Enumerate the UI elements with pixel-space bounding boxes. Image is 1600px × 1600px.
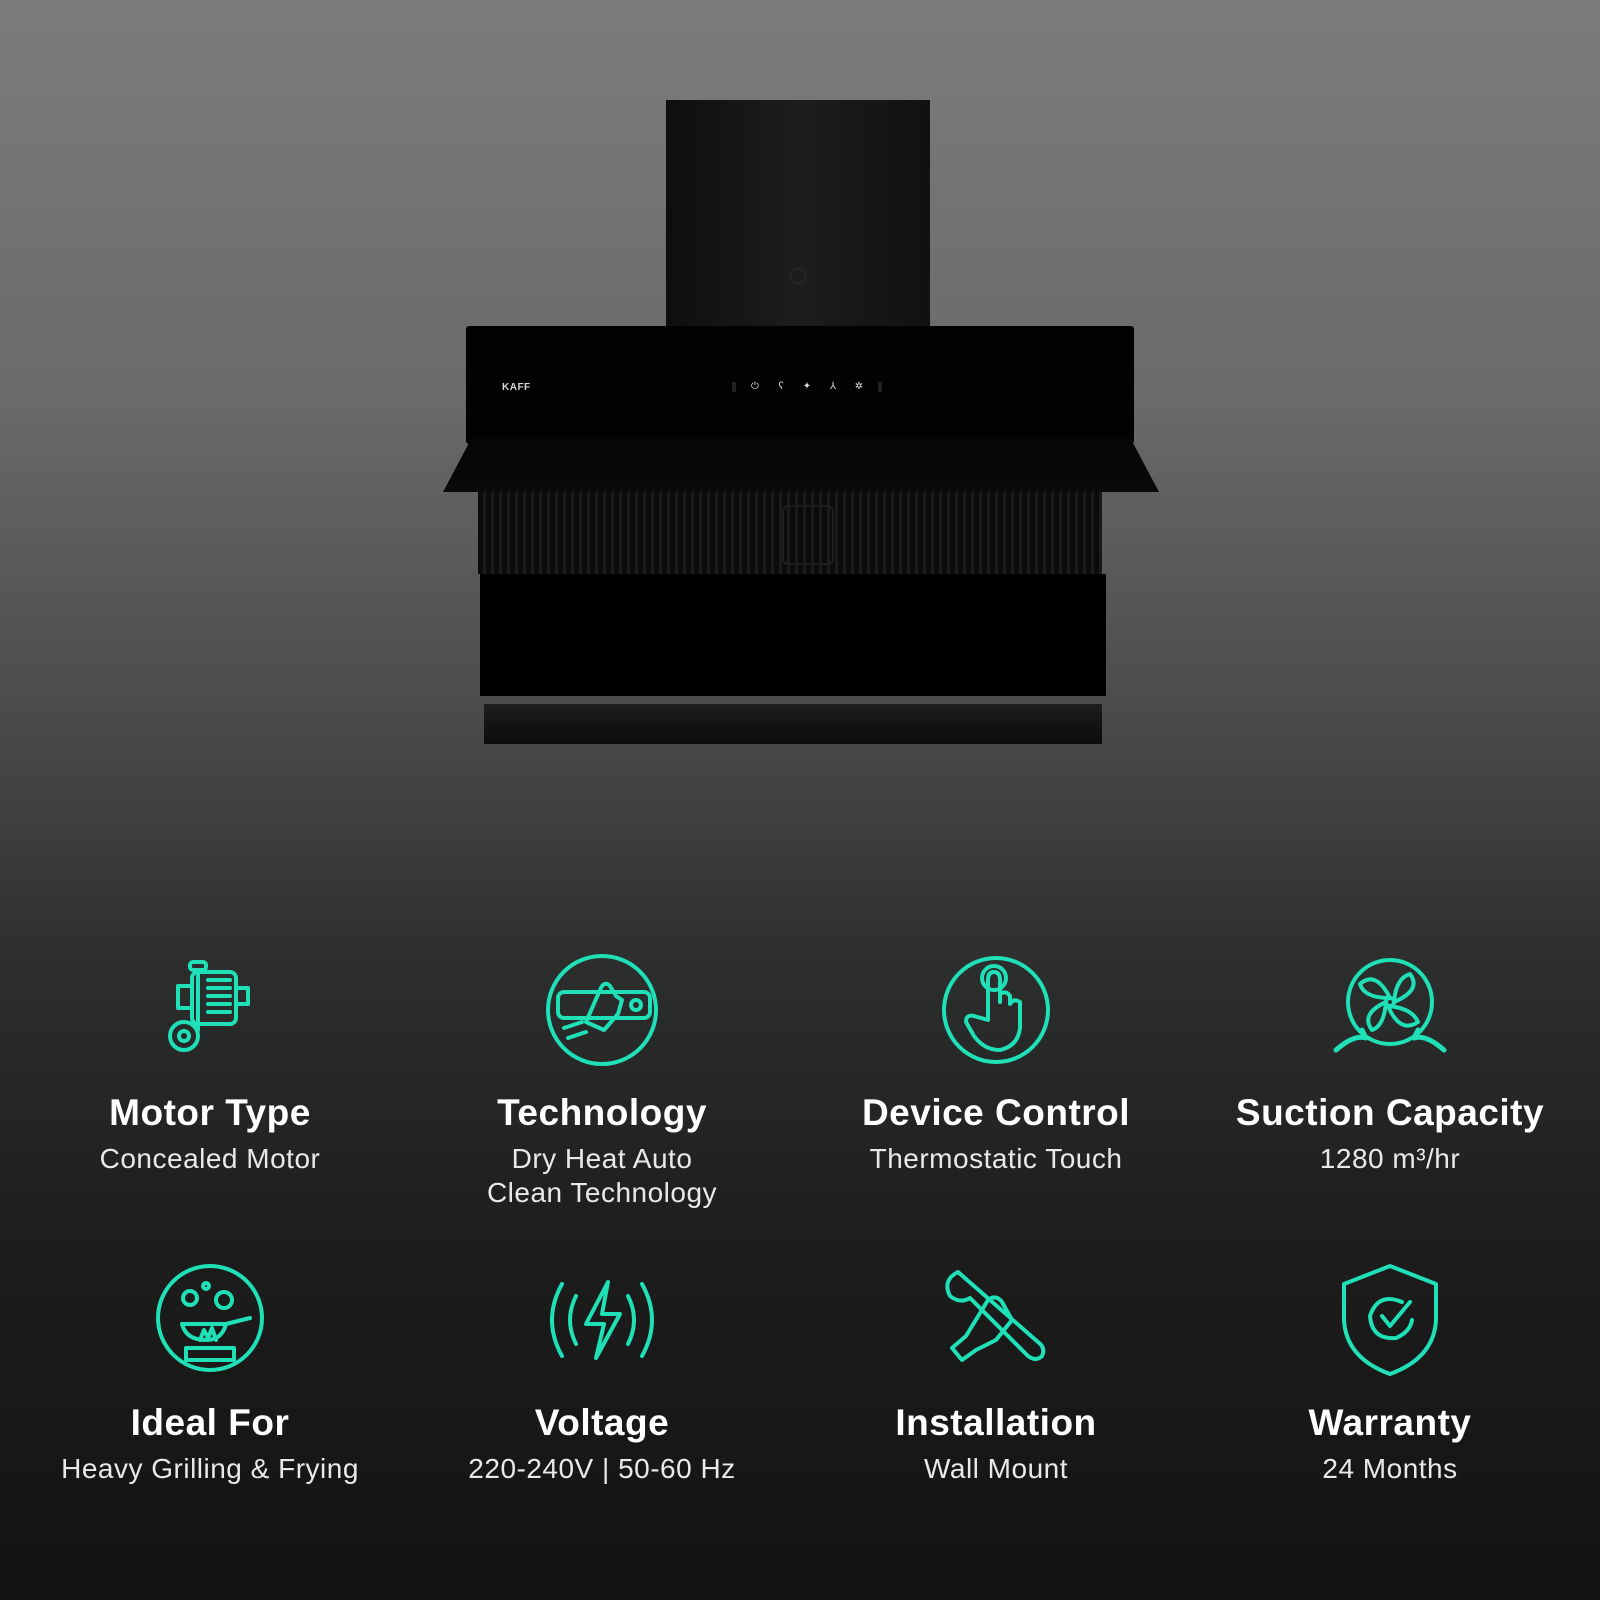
- hood-ledge: [443, 438, 1159, 492]
- feature-value: 24 Months: [1322, 1453, 1458, 1484]
- feature-suction-capacity: Suction Capacity 1280 m³/hr: [1194, 950, 1586, 1176]
- feature-ideal-for: Ideal For Heavy Grilling & Frying: [14, 1260, 406, 1486]
- feature-value: Dry Heat Auto Clean Technology: [486, 1143, 718, 1208]
- feature-technology: Technology Dry Heat Auto Clean Technolog…: [406, 950, 798, 1210]
- feature-device-control: Device Control Thermostatic Touch: [800, 950, 1192, 1176]
- feature-title: Technology: [497, 1092, 707, 1133]
- panel-divider: [878, 381, 882, 392]
- wrench-hand-icon: [936, 1260, 1056, 1380]
- frying-pan-icon: [150, 1260, 270, 1380]
- feature-value: Wall Mount: [923, 1453, 1068, 1484]
- feature-title: Suction Capacity: [1235, 1092, 1545, 1133]
- feature-title: Installation: [895, 1402, 1097, 1443]
- hood-glass-panel: [466, 326, 1134, 444]
- hand-cleaning-icon: [542, 950, 662, 1070]
- lightning-icon: [542, 1260, 662, 1380]
- feature-value: Heavy Grilling & Frying: [61, 1453, 359, 1484]
- hood-lower-panel: [480, 574, 1106, 696]
- feature-warranty: Warranty 24 Months: [1194, 1260, 1586, 1486]
- touch-control-panel: ⏻ ʕ ✦ ⅄ ✲: [726, 381, 888, 392]
- light-icon: ✦: [802, 381, 812, 392]
- feature-value: Concealed Motor: [99, 1143, 321, 1174]
- panel-divider: [732, 381, 736, 392]
- fan-suction-icon: [1330, 950, 1450, 1070]
- feature-value: Thermostatic Touch: [869, 1143, 1123, 1174]
- brand-logo: KAFF: [502, 382, 531, 393]
- feature-title: Voltage: [534, 1402, 670, 1443]
- feature-title: Ideal For: [130, 1402, 290, 1443]
- feature-voltage: Voltage 220-240V | 50-60 Hz: [406, 1260, 798, 1486]
- power-icon: ⏻: [751, 381, 759, 392]
- shield-check-icon: [1330, 1260, 1450, 1380]
- feature-title: Motor Type: [109, 1092, 311, 1133]
- feature-motor-type: Motor Type Concealed Motor: [14, 950, 406, 1176]
- feature-title: Device Control: [861, 1092, 1131, 1133]
- feature-title: Warranty: [1308, 1402, 1472, 1443]
- fan-housing: [782, 505, 834, 565]
- hand-wave-icon: ʕ: [778, 381, 784, 392]
- feature-installation: Installation Wall Mount: [800, 1260, 1192, 1486]
- motor-gear-icon: [150, 950, 270, 1070]
- fan-icon: ⅄: [829, 381, 837, 392]
- chimney-hood-product-image: KAFF ⏻ ʕ ✦ ⅄ ✲: [0, 0, 1600, 760]
- feature-value: 1280 m³/hr: [1319, 1143, 1461, 1174]
- feature-value: 220-240V | 50-60 Hz: [468, 1453, 736, 1484]
- hood-base: [484, 704, 1102, 744]
- sun-boost-icon: ✲: [854, 381, 864, 392]
- chimney-logo-icon: [790, 268, 806, 284]
- hood-chimney: [666, 100, 930, 330]
- touch-finger-icon: [936, 950, 1056, 1070]
